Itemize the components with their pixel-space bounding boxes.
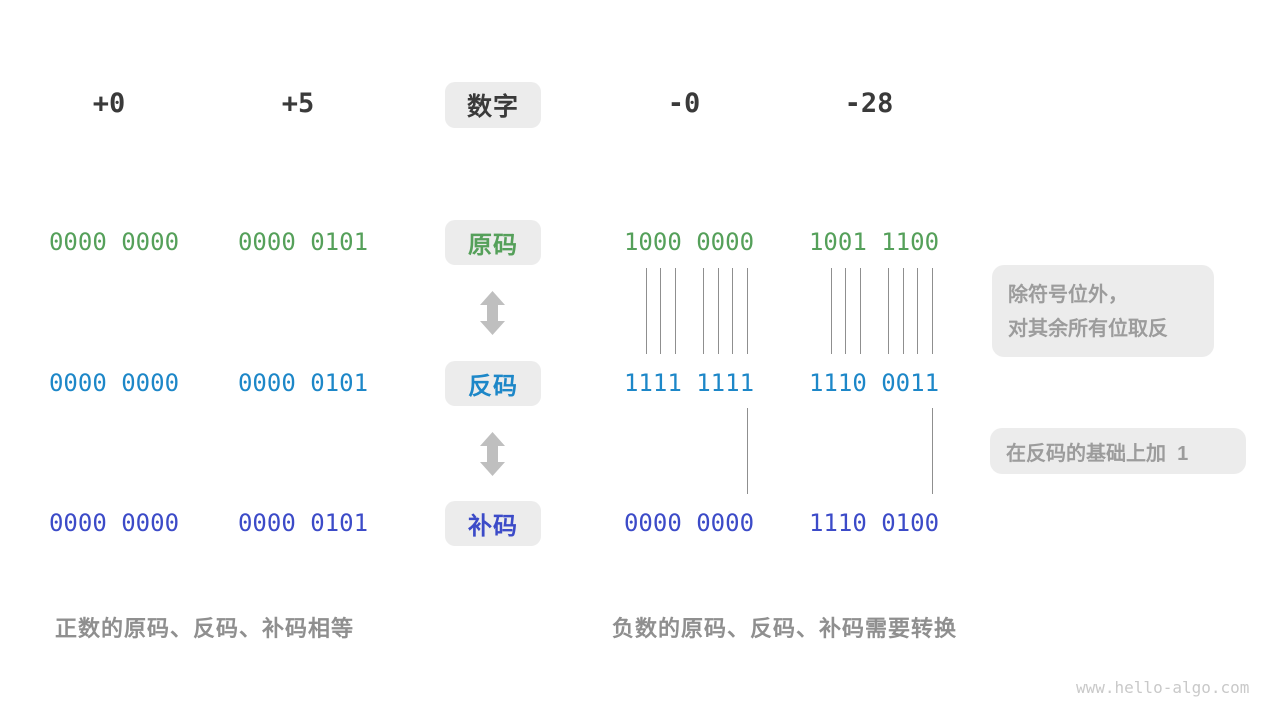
row-label-sign-magnitude: 原码 <box>445 220 541 265</box>
lsb-connector-line <box>747 408 748 494</box>
up-down-arrow-icon <box>480 432 505 476</box>
decimal-number-minus-28: -28 <box>844 88 894 119</box>
ones-complement-of-plus-0: 0000 0000 <box>48 369 180 397</box>
twos-complement-of-minus-0: 0000 0000 <box>623 509 755 537</box>
bit-connector-line <box>703 268 704 354</box>
bit-connector-line <box>732 268 733 354</box>
sign-magnitude-of-plus-5: 0000 0101 <box>237 228 369 256</box>
twos-complement-of-plus-5: 0000 0101 <box>237 509 369 537</box>
sign-magnitude-of-minus-0: 1000 0000 <box>623 228 755 256</box>
row-label-ones-complement: 反码 <box>445 361 541 406</box>
ones-complement-of-minus-28: 1110 0011 <box>808 369 940 397</box>
bit-connector-line <box>747 268 748 354</box>
row-label-twos-complement: 补码 <box>445 501 541 546</box>
ones-complement-of-minus-0: 1111 1111 <box>623 369 755 397</box>
bit-connector-line <box>932 268 933 354</box>
caption-positive-numbers: 正数的原码、反码、补码相等 <box>55 616 355 641</box>
bit-connector-line <box>845 268 846 354</box>
bit-connector-line <box>675 268 676 354</box>
bit-connector-line <box>917 268 918 354</box>
decimal-number-plus-0: +0 <box>92 88 126 119</box>
annotation-invert-bits: 除符号位外， 对其余所有位取反 <box>992 265 1214 357</box>
bit-connector-line <box>831 268 832 354</box>
bit-connector-line <box>660 268 661 354</box>
annotation-add-one: 在反码的基础上加 1 <box>990 428 1246 474</box>
sign-magnitude-of-minus-28: 1001 1100 <box>808 228 940 256</box>
bit-connector-line <box>860 268 861 354</box>
annotation-invert-line1: 除符号位外， <box>1008 284 1128 306</box>
up-down-arrow-icon <box>480 291 505 335</box>
twos-complement-of-minus-28: 1110 0100 <box>808 509 940 537</box>
column-label-number: 数字 <box>445 82 541 128</box>
lsb-connector-line <box>932 408 933 494</box>
website-watermark: www.hello-algo.com <box>1076 678 1250 697</box>
bit-connector-line <box>888 268 889 354</box>
bit-connector-line <box>718 268 719 354</box>
bit-connector-line <box>903 268 904 354</box>
decimal-number-plus-5: +5 <box>281 88 315 119</box>
annotation-invert-line2: 对其余所有位取反 <box>1008 318 1168 340</box>
decimal-number-minus-0: -0 <box>667 88 701 119</box>
ones-complement-of-plus-5: 0000 0101 <box>237 369 369 397</box>
caption-negative-numbers: 负数的原码、反码、补码需要转换 <box>612 616 958 641</box>
sign-magnitude-of-plus-0: 0000 0000 <box>48 228 180 256</box>
bit-connector-line <box>646 268 647 354</box>
twos-complement-of-plus-0: 0000 0000 <box>48 509 180 537</box>
